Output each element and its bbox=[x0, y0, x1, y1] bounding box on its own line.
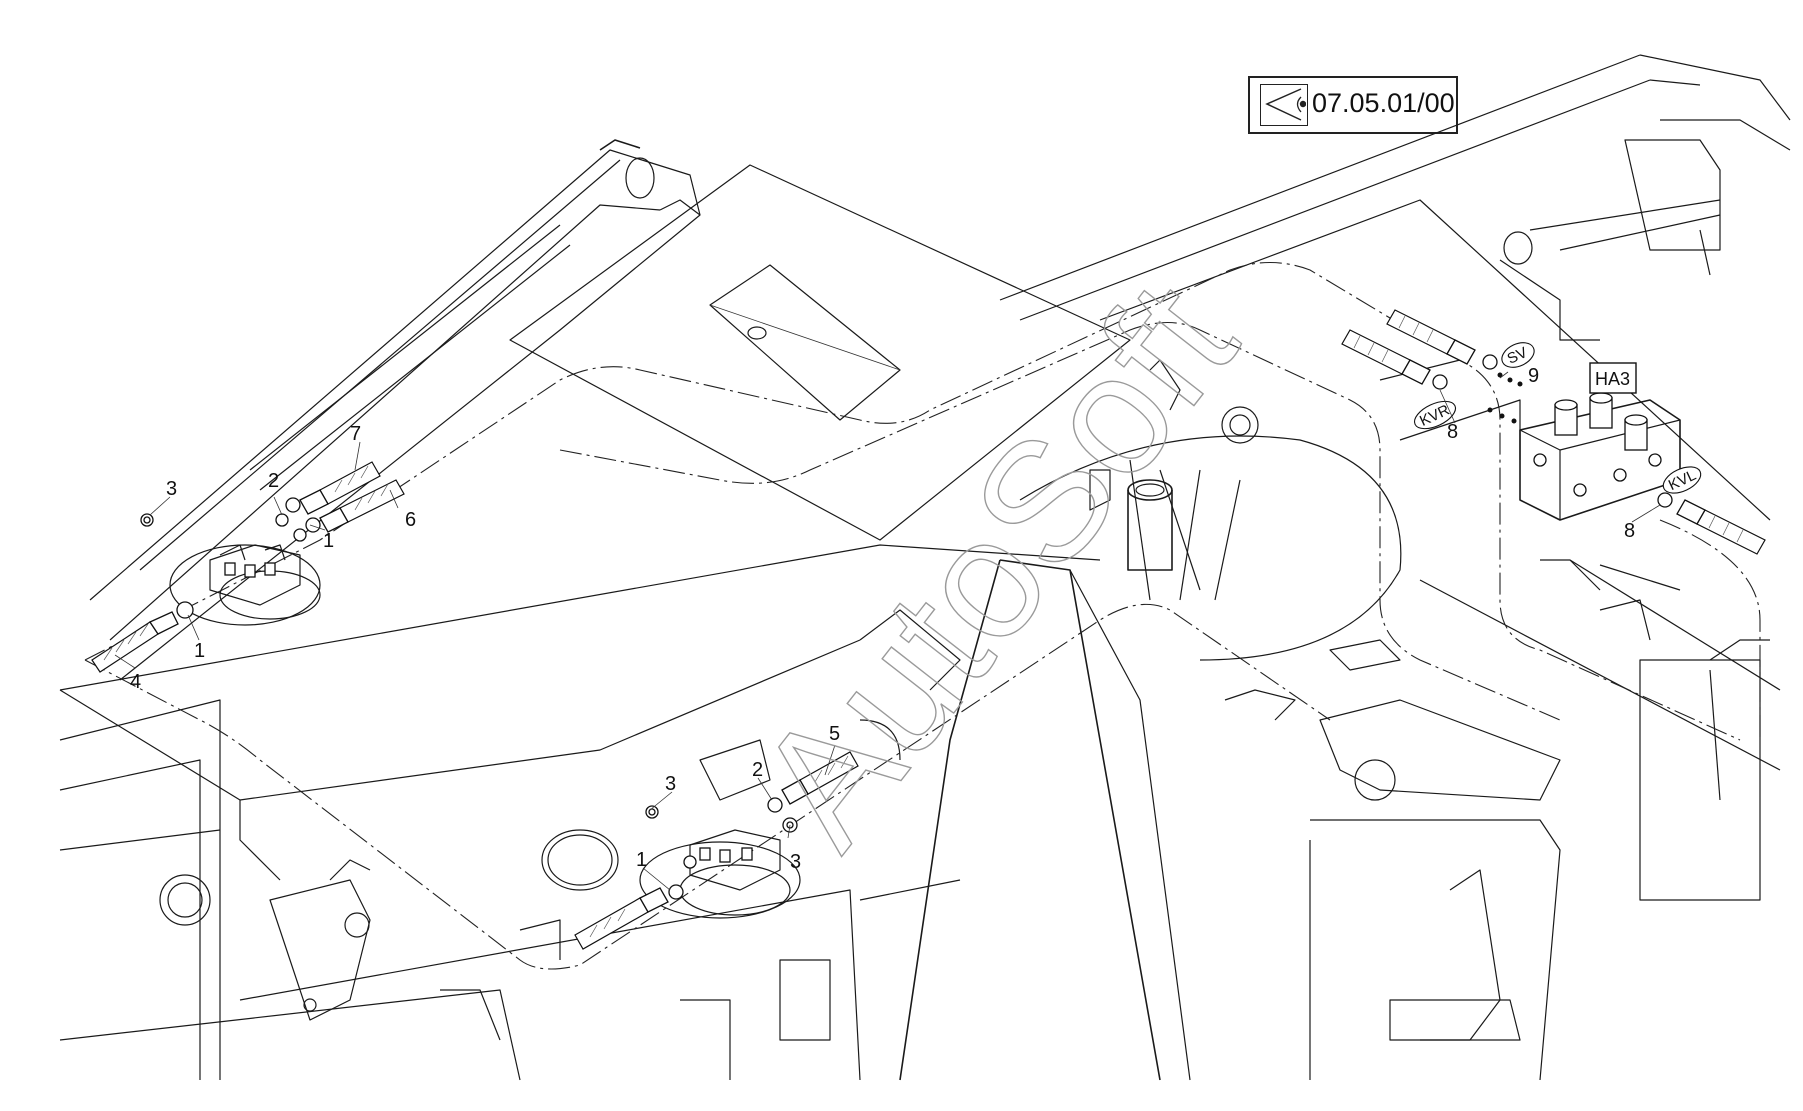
callout-7: 7 bbox=[350, 423, 361, 445]
svg-text:SV: SV bbox=[1505, 344, 1530, 368]
callout-3: 3 bbox=[665, 773, 676, 795]
callout-3: 3 bbox=[790, 851, 801, 873]
left-hose-7 bbox=[285, 461, 381, 515]
callout-1: 1 bbox=[323, 530, 334, 552]
left-rotary-joint bbox=[169, 544, 321, 626]
callouts-right: 9 8 8 bbox=[1447, 365, 1635, 542]
callout-2: 2 bbox=[268, 470, 279, 492]
callout-3: 3 bbox=[166, 478, 177, 500]
right-seals bbox=[1487, 372, 1523, 424]
callouts-center: 5 2 3 3 1 bbox=[636, 723, 840, 873]
left-hose-4 bbox=[91, 601, 194, 673]
center-hose-5 bbox=[767, 751, 859, 813]
callout-8: 8 bbox=[1447, 421, 1458, 443]
valve-block-label: HA3 bbox=[1595, 369, 1630, 389]
view-reference-code: 07.05.01/00 bbox=[1312, 88, 1455, 118]
watermark: AutoSoft bbox=[721, 249, 1272, 880]
valve-block-ha3 bbox=[1519, 392, 1681, 521]
callout-5: 5 bbox=[829, 723, 840, 745]
port-tag-sv: SV bbox=[1501, 342, 1535, 368]
valve-block-label-box: HA3 bbox=[1589, 362, 1637, 394]
hydraulic-routing-line bbox=[84, 261, 1761, 970]
leader-lines bbox=[114, 371, 1661, 891]
center-hose-lower bbox=[574, 884, 684, 950]
callout-8: 8 bbox=[1624, 520, 1635, 542]
view-direction-eye-icon bbox=[1260, 84, 1308, 126]
callouts-left: 3 2 7 6 1 1 4 bbox=[130, 423, 416, 693]
callout-1: 1 bbox=[636, 849, 647, 871]
callout-4: 4 bbox=[130, 671, 141, 693]
center-rotary-joint bbox=[639, 829, 801, 919]
right-hose-upper bbox=[1341, 309, 1498, 390]
view-reference-box: 07.05.01/00 bbox=[1248, 76, 1458, 134]
callout-1: 1 bbox=[194, 640, 205, 662]
left-fittings bbox=[140, 513, 307, 542]
right-hose-lower bbox=[1657, 492, 1766, 555]
callout-2: 2 bbox=[752, 759, 763, 781]
machine-frame bbox=[59, 54, 1791, 1081]
callout-6: 6 bbox=[405, 509, 416, 531]
left-hose-6 bbox=[305, 479, 405, 533]
callout-9: 9 bbox=[1528, 365, 1539, 387]
